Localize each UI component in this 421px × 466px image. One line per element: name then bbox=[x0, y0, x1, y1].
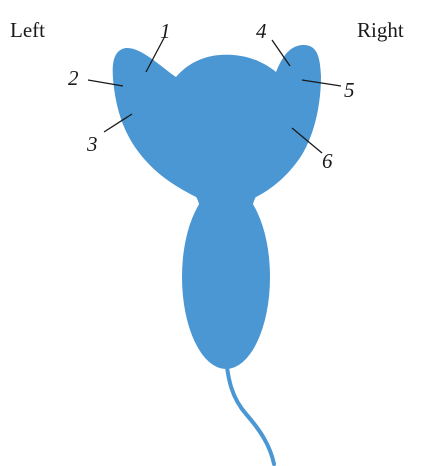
callout-2: 2 bbox=[68, 66, 79, 90]
lower-body bbox=[182, 185, 270, 369]
callout-3: 3 bbox=[86, 132, 98, 156]
callout-1: 1 bbox=[160, 19, 171, 43]
callout-6: 6 bbox=[322, 149, 333, 173]
tail bbox=[226, 358, 274, 464]
callout-4: 4 bbox=[256, 19, 267, 43]
callout-5: 5 bbox=[344, 78, 355, 102]
left-label: Left bbox=[10, 18, 45, 42]
head bbox=[113, 45, 321, 199]
right-label: Right bbox=[357, 18, 404, 42]
